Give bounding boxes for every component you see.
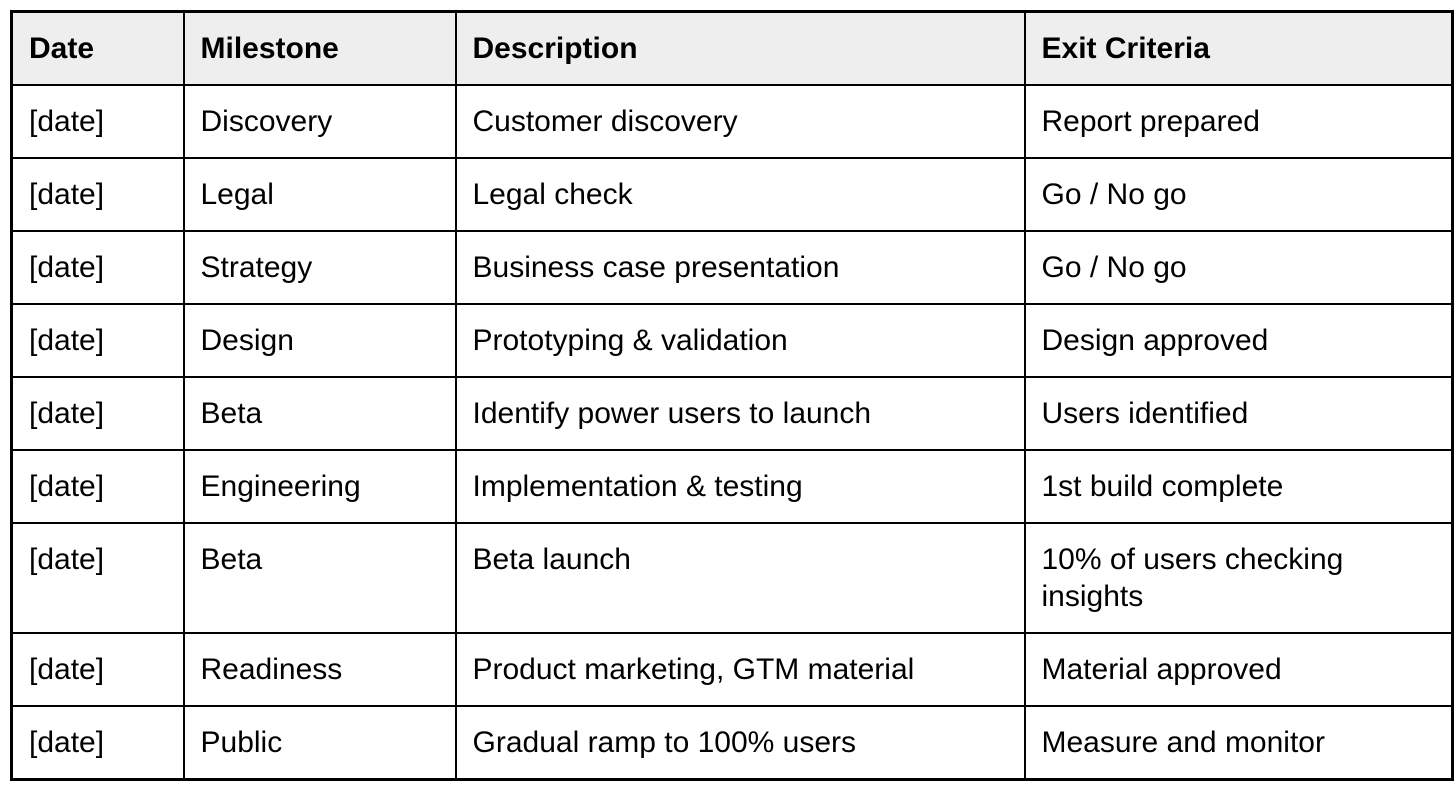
cell-exit-criteria: Go / No go	[1023, 230, 1454, 305]
cell-description: Identify power users to launch	[454, 376, 1026, 451]
cell-description: Gradual ramp to 100% users	[454, 705, 1026, 781]
cell-description: Business case presentation	[454, 230, 1026, 305]
cell-description: Product marketing, GTM material	[454, 632, 1026, 707]
table-row: [date] Discovery Customer discovery Repo…	[10, 84, 1454, 159]
cell-milestone: Legal	[182, 157, 457, 232]
cell-milestone: Beta	[182, 522, 457, 634]
cell-date: [date]	[10, 522, 185, 634]
table-row: [date] Legal Legal check Go / No go	[10, 157, 1454, 232]
cell-description: Legal check	[454, 157, 1026, 232]
cell-description: Customer discovery	[454, 84, 1026, 159]
table-row: [date] Beta Beta launch 10% of users che…	[10, 522, 1454, 634]
table-row: [date] Beta Identify power users to laun…	[10, 376, 1454, 451]
table-row: [date] Readiness Product marketing, GTM …	[10, 632, 1454, 707]
cell-date: [date]	[10, 303, 185, 378]
cell-date: [date]	[10, 705, 185, 781]
cell-milestone: Readiness	[182, 632, 457, 707]
cell-exit-criteria: Measure and monitor	[1023, 705, 1454, 781]
cell-exit-criteria: Report prepared	[1023, 84, 1454, 159]
table-row: [date] Public Gradual ramp to 100% users…	[10, 705, 1454, 781]
cell-exit-criteria: 10% of users checking insights	[1023, 522, 1454, 634]
cell-exit-criteria: 1st build complete	[1023, 449, 1454, 524]
cell-date: [date]	[10, 632, 185, 707]
cell-description: Prototyping & validation	[454, 303, 1026, 378]
table-row: [date] Engineering Implementation & test…	[10, 449, 1454, 524]
cell-exit-criteria: Users identified	[1023, 376, 1454, 451]
cell-milestone: Discovery	[182, 84, 457, 159]
table-row: [date] Strategy Business case presentati…	[10, 230, 1454, 305]
cell-exit-criteria: Design approved	[1023, 303, 1454, 378]
column-header-milestone: Milestone	[182, 10, 457, 86]
cell-milestone: Public	[182, 705, 457, 781]
cell-milestone: Engineering	[182, 449, 457, 524]
milestone-table: Date Milestone Description Exit Criteria…	[10, 10, 1454, 781]
cell-milestone: Beta	[182, 376, 457, 451]
column-header-date: Date	[10, 10, 185, 86]
cell-exit-criteria: Go / No go	[1023, 157, 1454, 232]
cell-date: [date]	[10, 84, 185, 159]
cell-date: [date]	[10, 230, 185, 305]
column-header-description: Description	[454, 10, 1026, 86]
cell-exit-criteria: Material approved	[1023, 632, 1454, 707]
cell-description: Implementation & testing	[454, 449, 1026, 524]
cell-description: Beta launch	[454, 522, 1026, 634]
column-header-exit-criteria: Exit Criteria	[1023, 10, 1454, 86]
cell-date: [date]	[10, 449, 185, 524]
cell-milestone: Design	[182, 303, 457, 378]
cell-date: [date]	[10, 157, 185, 232]
cell-date: [date]	[10, 376, 185, 451]
table-row: [date] Design Prototyping & validation D…	[10, 303, 1454, 378]
table-header-row: Date Milestone Description Exit Criteria	[10, 10, 1454, 86]
cell-milestone: Strategy	[182, 230, 457, 305]
